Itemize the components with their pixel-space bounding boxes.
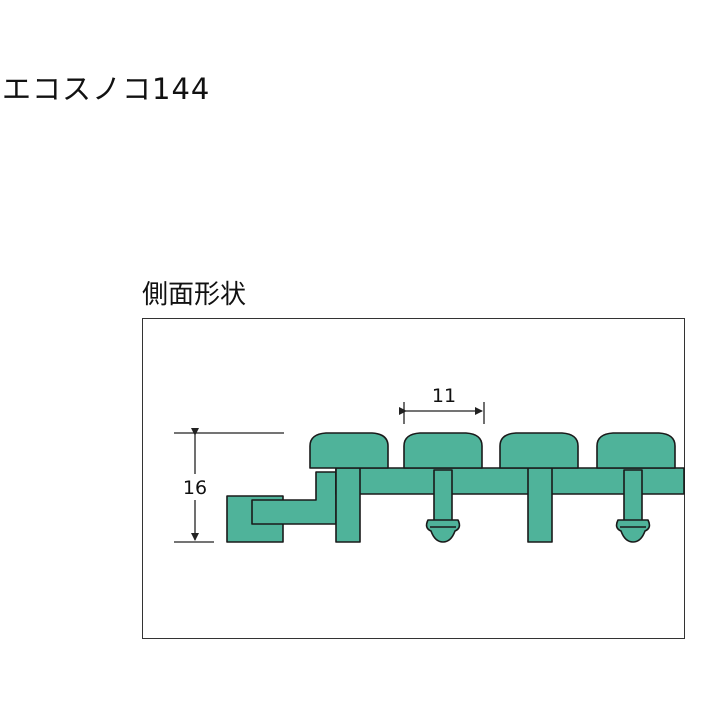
stem-1	[433, 469, 453, 523]
pitch-value-label: 11	[432, 385, 456, 407]
top-pad-3	[499, 432, 579, 469]
top-pad-1	[309, 432, 389, 469]
top-pad-4	[596, 432, 676, 469]
product-title: エコスノコ144	[2, 72, 211, 106]
top-pad-2	[403, 432, 483, 469]
stem-2	[623, 469, 643, 523]
peg-1	[425, 519, 461, 543]
height-value-label: 16	[183, 477, 207, 499]
pitch-dimension	[399, 402, 485, 424]
mat-profile	[226, 432, 685, 543]
height-label-bg	[180, 474, 210, 500]
leg-1	[335, 467, 361, 543]
peg-2	[615, 519, 651, 543]
section-label: 側面形状	[142, 280, 247, 310]
leg-2	[527, 467, 553, 543]
